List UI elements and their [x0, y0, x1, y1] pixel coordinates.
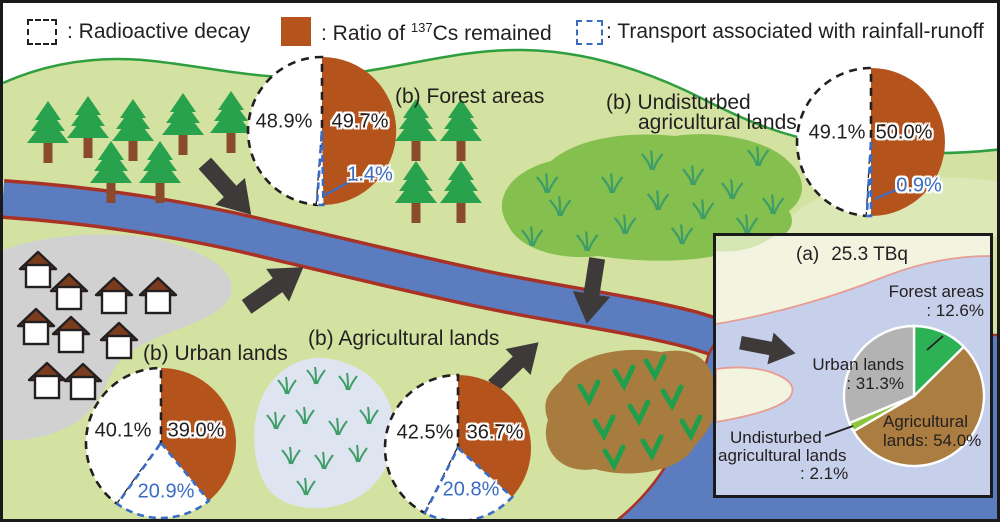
undisturbed-pie-title-line2: agricultural lands — [638, 111, 797, 134]
undisturbed-decay-percent: 49.1% — [808, 121, 866, 144]
inset-agricultural-label-line1: Agricultural — [883, 412, 969, 431]
agricultural-pie-chart-slice-remained — [458, 375, 532, 497]
inset-map-illustration — [716, 236, 990, 468]
undisturbed-pie-chart — [795, 66, 945, 218]
inset-land-north — [716, 236, 990, 324]
agricultural-pie-chart-slice-runoff — [423, 445, 514, 519]
cs137-remained-swatch-icon — [281, 17, 311, 46]
inset-slice-agricultural-lands — [851, 345, 986, 468]
agricultural-field-area — [545, 349, 716, 474]
inset-undisturbed-label-line2: agricultural lands — [718, 446, 847, 465]
inset-total-activity: 25.3 TBq — [831, 244, 908, 265]
legend-cs137-superscript: 137 — [410, 20, 433, 35]
legend-cs137-prefix: : Ratio of — [321, 22, 411, 45]
inset-urban-label-line2: : 31.3% — [846, 374, 904, 393]
urban-remained-percent: 39.0% — [167, 419, 225, 442]
legend-item-radioactive-decay: : Radioactive decay — [67, 20, 251, 43]
undisturbed-pie-chart-slice-decay — [795, 66, 873, 218]
inset-agricultural-label: Agricultural lands: 54.0% — [883, 412, 981, 450]
agricultural-runoff-percent: 20.8% — [442, 478, 500, 501]
inset-panel-tag: (a) — [796, 244, 820, 265]
forest-remained-percent: 49.7% — [331, 110, 389, 133]
undisturbed-pie-title-line1: (b) Undisturbed — [606, 91, 751, 114]
urban-runoff-percent: 20.9% — [137, 480, 195, 503]
inset-slice-urban-lands — [842, 324, 916, 425]
forest-pie-title: (b) Forest areas — [395, 85, 545, 108]
undisturbed-runoff-percent: 0.9% — [896, 174, 942, 197]
runoff-leader-line — [324, 180, 352, 196]
inset-urban-label-line1: Urban lands — [812, 355, 904, 374]
agricultural-remained-percent: 36.7% — [466, 421, 524, 444]
agricultural-pie-title: (b) Agricultural lands — [308, 327, 500, 350]
forest-pie-chart-slice-runoff — [315, 130, 325, 207]
urban-decay-percent: 40.1% — [94, 419, 152, 442]
inset-urban-label: Urban lands : 31.3% — [804, 355, 904, 393]
inset-leader-line — [824, 425, 854, 437]
urban-pie-chart-slice-remained — [161, 368, 237, 501]
inset-forest-label-line1: Forest areas — [888, 282, 984, 301]
forest-pie-chart-slice-remained — [322, 56, 397, 205]
forest-pie-chart — [246, 55, 397, 207]
forest-runoff-percent: 1.4% — [347, 163, 393, 186]
legend-item-cs137-remained: : Ratio of 137Cs remained — [321, 20, 552, 46]
inset-undisturbed-label-line1: Undisturbed — [730, 428, 822, 447]
inset-inflow-arrow-icon — [737, 326, 799, 370]
inset-title: (a) 25.3 TBq — [796, 244, 908, 266]
forest-pie-chart-slice-decay — [246, 55, 324, 207]
agricultural-pie-chart — [383, 373, 532, 519]
river — [3, 182, 721, 353]
urban-pie-chart-slice-decay — [84, 366, 163, 506]
inset-undisturbed-label-line3: : 2.1% — [800, 464, 849, 483]
radioactive-decay-swatch-icon — [27, 19, 57, 45]
inset-land-west — [716, 366, 794, 423]
inset-initial-deposition-panel: (a) 25.3 TBq Forest areas : 12.6% Urban l… — [713, 233, 993, 498]
paddy-area — [254, 357, 394, 509]
urban-pie-chart — [84, 366, 237, 519]
urban-pie-title: (b) Urban lands — [143, 342, 288, 365]
urban-pie-chart-slice-runoff — [115, 440, 211, 519]
legend-item-rainfall-runoff: : Transport associated with rainfall-run… — [606, 20, 984, 43]
forest-decay-percent: 48.9% — [255, 110, 313, 133]
legend-cs137-suffix: Cs remained — [432, 22, 552, 45]
rainfall-runoff-swatch-icon — [576, 20, 603, 45]
inset-deposition-pie-chart — [842, 324, 986, 468]
agricultural-decay-percent: 42.5% — [396, 421, 454, 444]
inset-shoreline — [716, 255, 990, 325]
inset-forest-label: Forest areas : 12.6% — [889, 282, 984, 320]
runoff-leader-line — [874, 187, 899, 201]
inset-leader-line — [926, 335, 944, 351]
inset-corner-patch — [716, 236, 774, 252]
undisturbed-remained-percent: 50.0% — [875, 121, 933, 144]
undisturbed-pie-chart-slice-runoff — [865, 141, 873, 218]
inset-forest-label-line2: : 12.6% — [926, 301, 984, 320]
agricultural-pie-chart-slice-decay — [383, 373, 460, 515]
undisturbed-pie-chart-slice-remained — [871, 68, 945, 216]
inset-agricultural-label-line2: lands: 54.0% — [883, 431, 982, 450]
